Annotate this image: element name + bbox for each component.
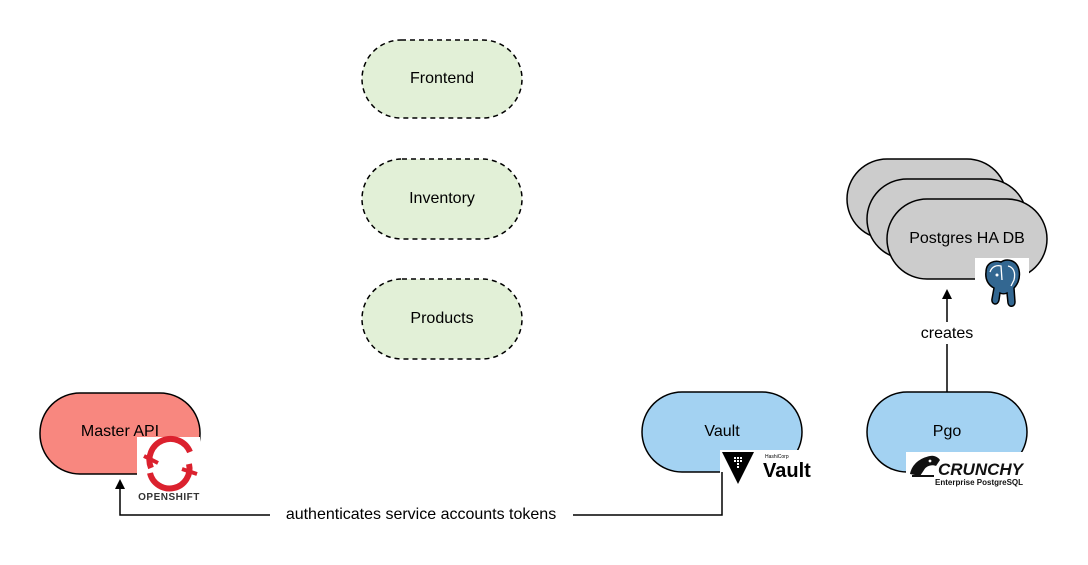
postgres-ha-db-node[interactable]: Postgres HA DB [846,158,1048,280]
creates-label: creates [921,325,973,342]
authenticates-label: authenticates service accounts tokens [286,506,556,523]
master-api-label: Master API [81,423,159,440]
products-node[interactable]: Products [361,278,523,360]
pgo-label: Pgo [933,423,962,440]
openshift-wordmark: OPENSHIFT [138,492,200,503]
products-label: Products [410,310,473,327]
inventory-label: Inventory [409,190,475,207]
frontend-label: Frontend [410,70,474,87]
vault-icon [722,452,754,484]
vault-hashicorp-text: HashiCorp [765,454,789,460]
postgresql-elephant-icon [975,258,1029,312]
vault-label: Vault [704,423,740,440]
crunchy-wordmark: CRUNCHY [938,460,1025,479]
frontend-node[interactable]: Frontend [361,39,523,119]
authenticates-edge: authenticates service accounts tokens [115,472,723,526]
creates-edge: creates [914,289,980,392]
crunchy-data-icon [910,455,940,477]
vault-wordmark: Vault [763,460,811,482]
crunchy-logo: CRUNCHY Enterprise PostgreSQL [906,452,1032,488]
postgres-label: Postgres HA DB [909,230,1025,247]
vault-logo: HashiCorp Vault [720,450,820,490]
crunchy-subtitle: Enterprise PostgreSQL [935,478,1023,487]
openshift-logo: OPENSHIFT [137,435,200,505]
inventory-node[interactable]: Inventory [361,158,523,240]
openshift-icon [143,435,198,492]
